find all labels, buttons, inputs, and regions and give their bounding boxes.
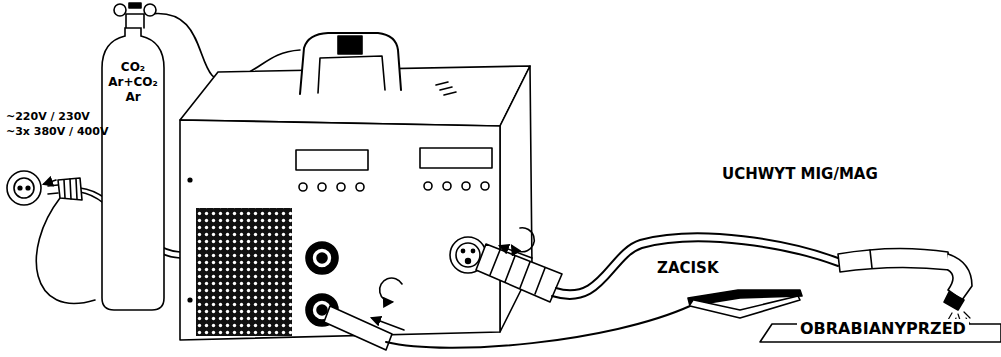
euro-pin	[466, 259, 471, 264]
button	[318, 183, 326, 191]
button	[337, 183, 345, 191]
vent-grille	[196, 208, 292, 336]
output-socket	[312, 248, 332, 268]
earth-plug	[324, 306, 392, 350]
output-socket	[306, 242, 338, 274]
mains-plug	[58, 178, 82, 200]
gas-type: Ar+CO₂	[98, 75, 168, 90]
torch-nozzle	[944, 292, 964, 310]
machine-handle	[300, 33, 401, 94]
plug-pins	[48, 185, 58, 194]
display	[420, 148, 492, 168]
machine-front	[180, 120, 500, 340]
valve-knob	[129, 3, 141, 8]
insert-arrow	[500, 246, 532, 258]
voltage-label: ~3x 380V / 400V	[6, 125, 108, 138]
cylinder-valve	[126, 14, 144, 28]
clamp-cable	[386, 306, 690, 348]
button	[462, 182, 470, 190]
display	[296, 150, 368, 170]
rotate-arrow	[380, 278, 402, 302]
wall-socket	[7, 171, 41, 205]
output-socket	[317, 253, 327, 263]
rotate-arrow	[512, 228, 534, 252]
torch-trigger-line	[870, 250, 872, 268]
button	[356, 183, 364, 191]
workpiece-label: OBRABIANYPRZED	[797, 319, 969, 338]
screw	[188, 298, 192, 302]
handle-grip	[338, 36, 362, 54]
insert-arrow	[372, 318, 404, 330]
button	[424, 182, 432, 190]
plug-arrow	[44, 180, 56, 184]
side-hinge	[436, 82, 456, 95]
torch-connector	[476, 244, 562, 302]
voltage-label: ~220V / 230V	[6, 110, 90, 123]
wall-socket-inner	[14, 178, 34, 198]
button	[299, 183, 307, 191]
button	[481, 182, 489, 190]
euro-socket	[456, 243, 480, 267]
torch-label: UCHWYT MIG/MAG	[722, 165, 878, 183]
euro-pin	[461, 249, 464, 252]
screw	[188, 178, 192, 182]
gas-type: CO₂	[98, 60, 168, 75]
socket-hole	[26, 186, 30, 190]
output-socket	[317, 305, 327, 315]
clamp-label: ZACISK	[657, 259, 719, 277]
euro-pin	[471, 249, 474, 252]
socket-hole	[18, 186, 22, 190]
machine-handle-inner	[318, 56, 385, 93]
gas-cylinder: CO₂Ar+CO₂Ar	[98, 22, 168, 312]
pressure-gauge	[144, 4, 156, 16]
gas-type: Ar	[98, 90, 168, 105]
plug-ridges	[64, 179, 77, 199]
clamp-jaw	[690, 296, 800, 318]
power-cable-loop	[36, 198, 95, 303]
torch-handle	[838, 248, 950, 272]
connector-ridges	[490, 250, 545, 294]
pressure-gauge	[114, 4, 126, 16]
button	[443, 182, 451, 190]
